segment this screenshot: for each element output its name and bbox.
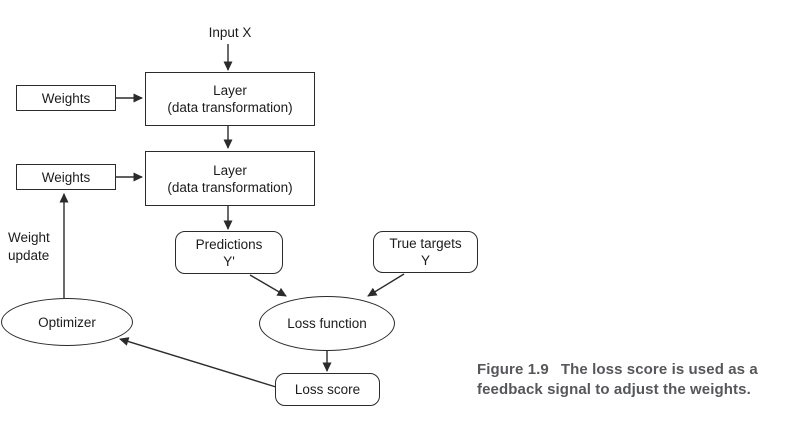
loss-function-label: Loss function xyxy=(287,316,367,331)
weight-update-line2: update xyxy=(8,248,50,263)
layer-top-line1: Layer xyxy=(213,83,247,98)
loss-function-ellipse: Loss function xyxy=(259,296,395,351)
figure-caption-text: The loss score is used as a feedback sig… xyxy=(477,361,758,398)
input-x-label: Input X xyxy=(208,25,252,40)
arrow-predictions-to-loss-function xyxy=(249,274,287,297)
weight-update-label: Weight update xyxy=(8,229,50,265)
layer-bottom-line2: (data transformation) xyxy=(167,179,293,195)
weights-bottom-label: Weights xyxy=(41,169,91,185)
weights-bottom-box: Weights xyxy=(16,164,116,190)
optimizer-label: Optimizer xyxy=(38,314,96,330)
predictions-line2: Y' xyxy=(223,253,235,269)
figure-caption-number: Figure 1.9 xyxy=(477,361,549,378)
loss-score-box: Loss score xyxy=(275,373,380,406)
optimizer-ellipse: Optimizer xyxy=(1,298,133,346)
predictions-line1: Predictions xyxy=(195,236,263,252)
layer-top-box: Layer (data transformation) xyxy=(145,72,315,126)
loss-score-label: Loss score xyxy=(294,382,361,397)
weight-update-line1: Weight xyxy=(8,230,50,245)
arrow-true-targets-to-loss-function xyxy=(367,273,405,297)
layer-bottom-box: Layer (data transformation) xyxy=(145,151,315,206)
true-targets-line2: Y xyxy=(420,253,430,268)
weights-top-box: Weights xyxy=(16,85,116,111)
layer-bottom-line1: Layer xyxy=(213,162,247,178)
layer-top-line2: (data transformation) xyxy=(167,100,293,115)
predictions-box: Predictions Y' xyxy=(175,231,283,274)
weights-top-label: Weights xyxy=(41,90,91,106)
true-targets-box: True targets Y xyxy=(373,231,478,273)
arrow-loss-score-to-optimizer xyxy=(119,337,277,388)
true-targets-line1: True targets xyxy=(389,236,462,251)
